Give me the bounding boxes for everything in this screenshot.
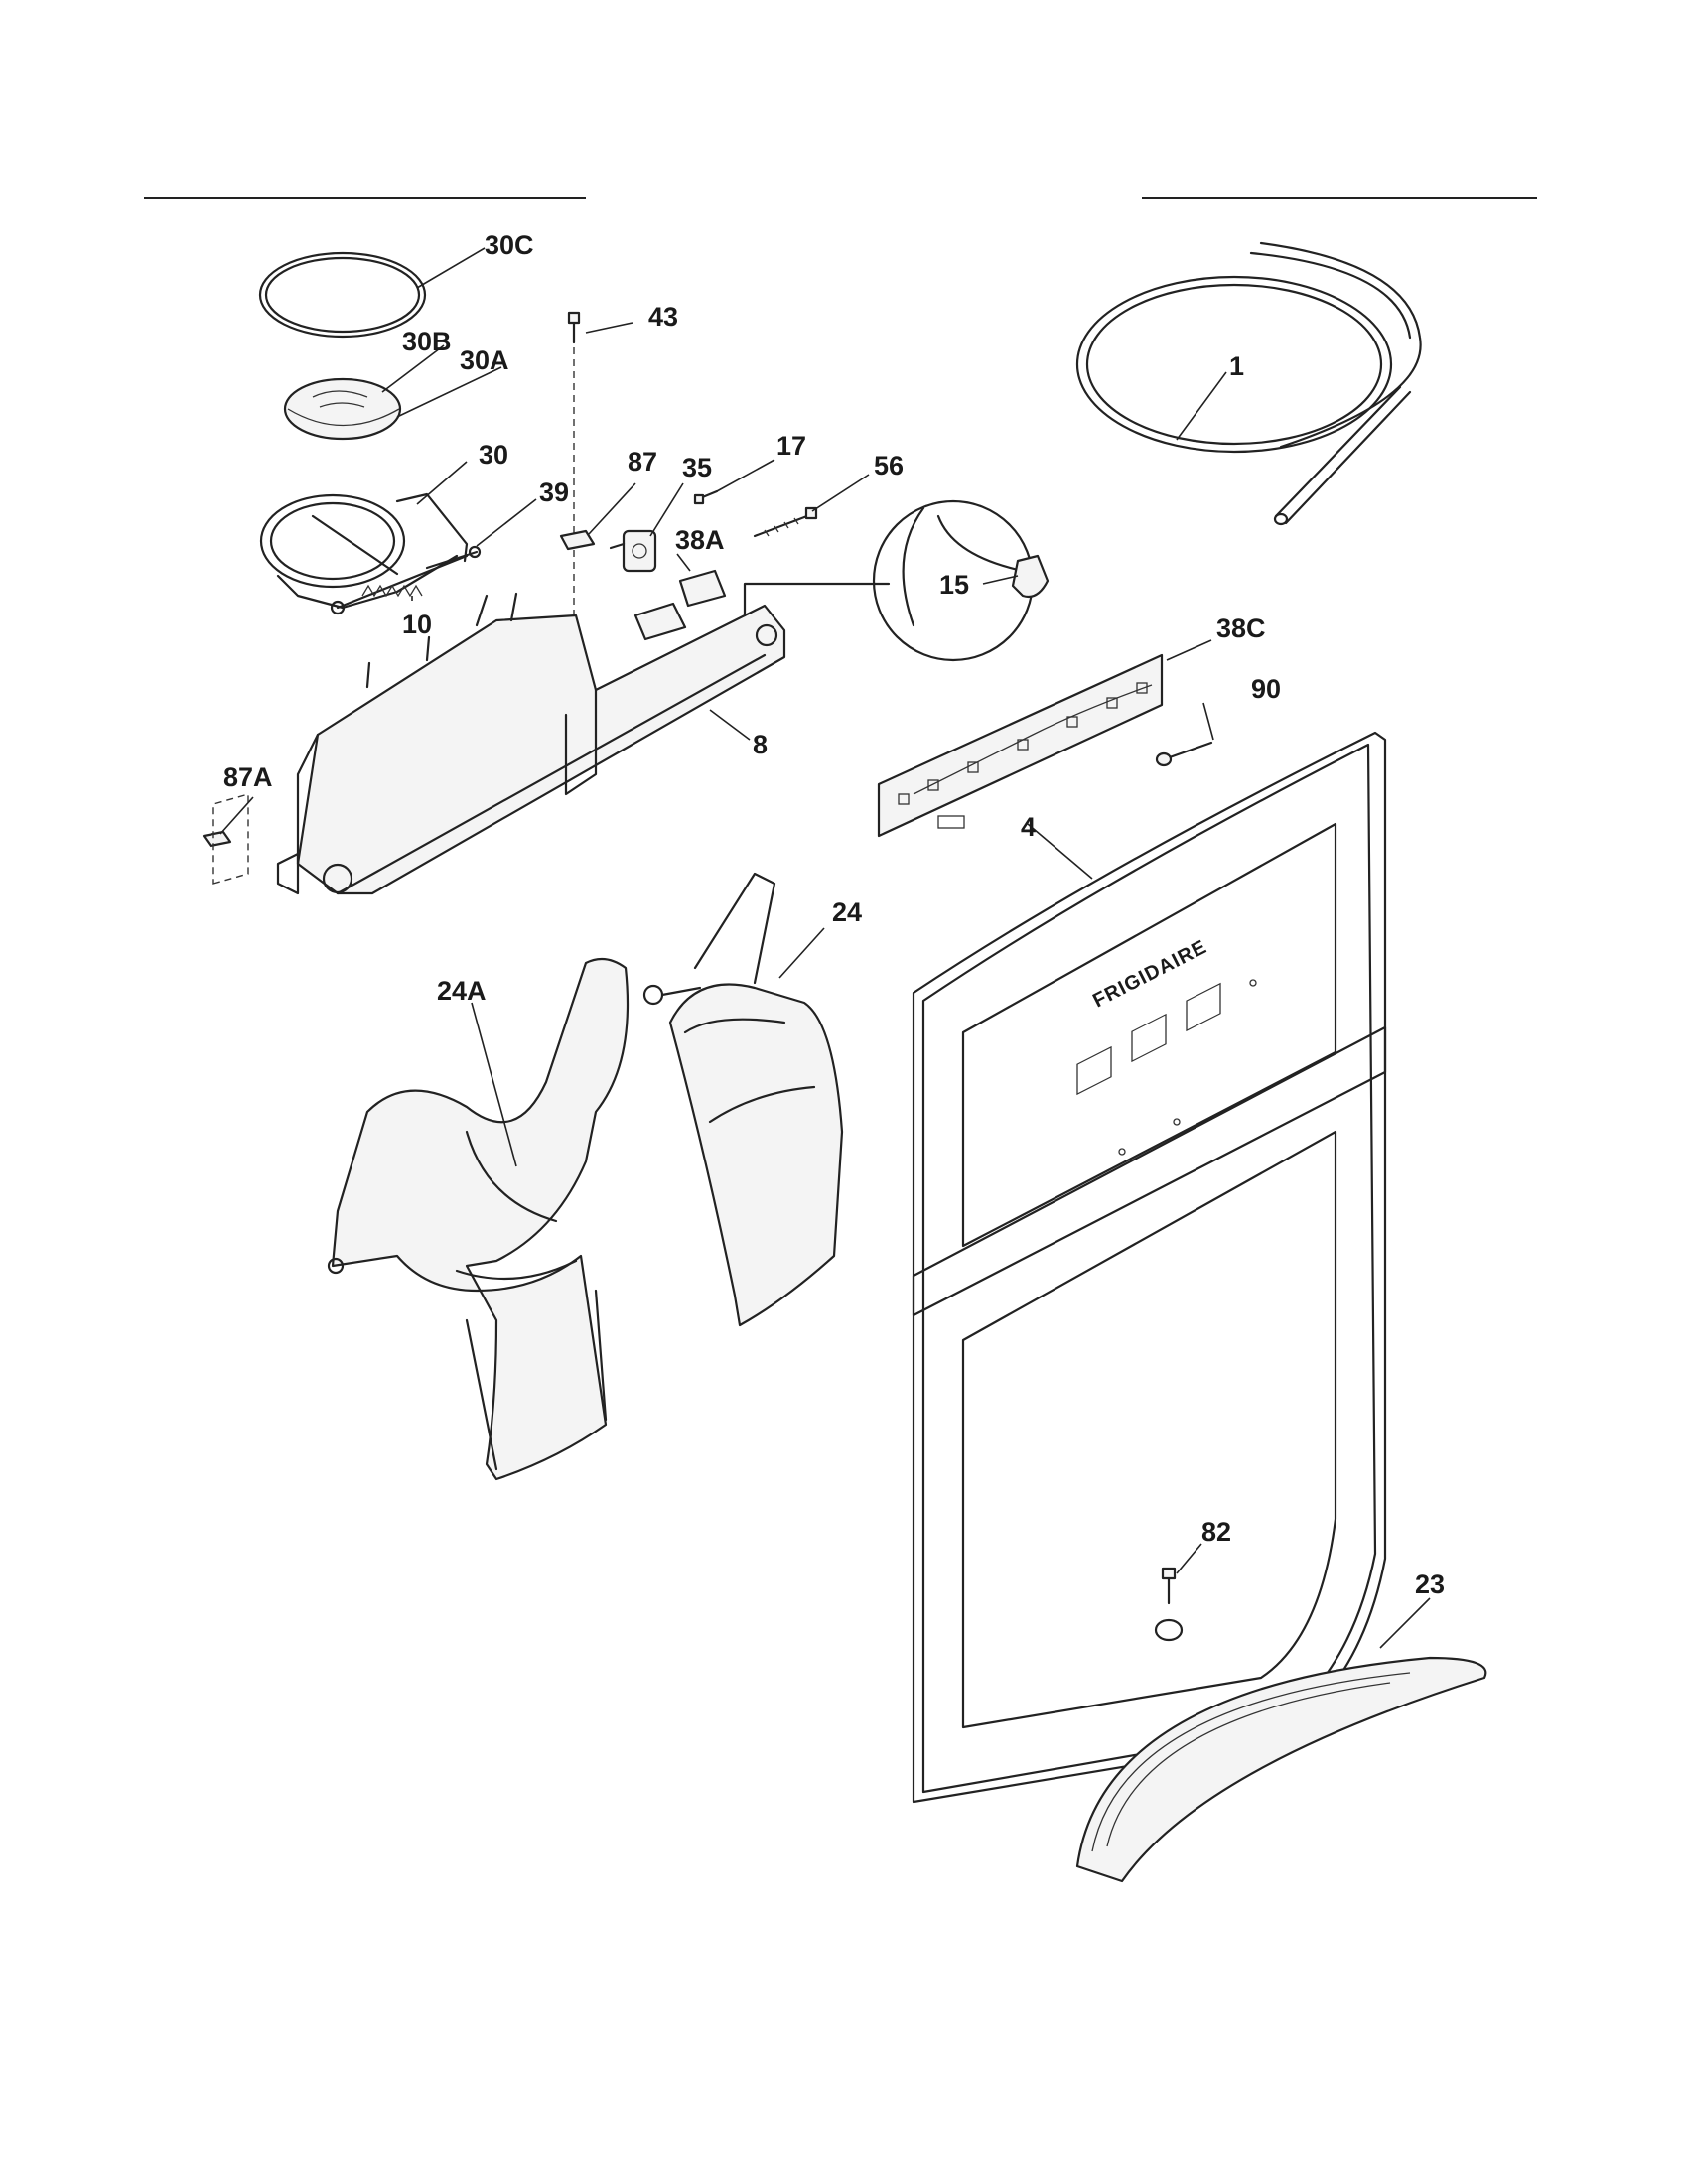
panel-brand-text: FRIGIDAIRE [1089,936,1210,1013]
callout-56[interactable]: 56 [874,451,904,480]
part-87a-clip[interactable] [202,793,249,885]
callout-39[interactable]: 39 [539,478,569,507]
callout-24a[interactable]: 24A [437,976,487,1006]
part-39-rod[interactable] [425,545,482,570]
callout-87[interactable]: 87 [628,447,657,477]
callout-82[interactable]: 82 [1201,1517,1231,1547]
callout-30a[interactable]: 30A [460,345,509,375]
part-10-spring[interactable] [330,554,469,615]
part-38a-microswitch[interactable] [633,569,727,641]
callout-30c[interactable]: 30C [485,230,534,260]
callout-17[interactable]: 17 [776,431,806,461]
part-56-screw[interactable] [753,506,818,538]
callout-38c[interactable]: 38C [1216,614,1266,643]
callout-1[interactable]: 1 [1229,351,1244,381]
callout-30b[interactable]: 30B [402,327,452,356]
callout-38a[interactable]: 38A [675,525,725,555]
part-30-housing-ring[interactable] [259,492,469,610]
part-30c-gasket-ring[interactable] [258,251,427,339]
part-82-screw[interactable] [1154,1567,1184,1642]
part-90-screw[interactable] [1155,741,1213,767]
callout-90[interactable]: 90 [1251,674,1281,704]
callout-35[interactable]: 35 [682,453,712,482]
part-43-screw[interactable] [567,311,581,344]
callout-10[interactable]: 10 [402,610,432,639]
part-23-drip-tray[interactable] [1075,1656,1487,1883]
part-15-inset-detail[interactable] [872,499,1050,662]
callout-87a[interactable]: 87A [223,762,273,792]
part-8-dispenser-housing[interactable] [276,592,786,895]
callout-labels: 30C 43 30B 30A 1 30 87 35 17 56 39 38A 1… [223,230,1445,1599]
part-38c-control-board[interactable] [877,653,1164,838]
callout-4[interactable]: 4 [1021,812,1036,842]
callout-30[interactable]: 30 [479,440,508,470]
part-17-screw[interactable] [693,489,719,505]
part-24a-actuator[interactable] [327,957,630,1481]
callout-24[interactable]: 24 [832,897,862,927]
part-35-switch[interactable] [609,529,657,573]
part-1-tubing-coil[interactable] [1075,241,1422,526]
callout-43[interactable]: 43 [648,302,678,332]
leader-lines [219,247,1431,1649]
part-30a-cap[interactable] [283,377,402,441]
panel-buttons [1076,979,1257,1156]
callout-23[interactable]: 23 [1415,1570,1445,1599]
wiring-connector-line [743,582,891,617]
callout-8[interactable]: 8 [753,730,768,759]
part-4-front-panel[interactable]: FRIGIDAIRE [912,731,1387,1804]
part-87-clip[interactable] [559,529,596,551]
part-24-paddle[interactable] [642,872,844,1327]
callout-15[interactable]: 15 [939,570,969,600]
